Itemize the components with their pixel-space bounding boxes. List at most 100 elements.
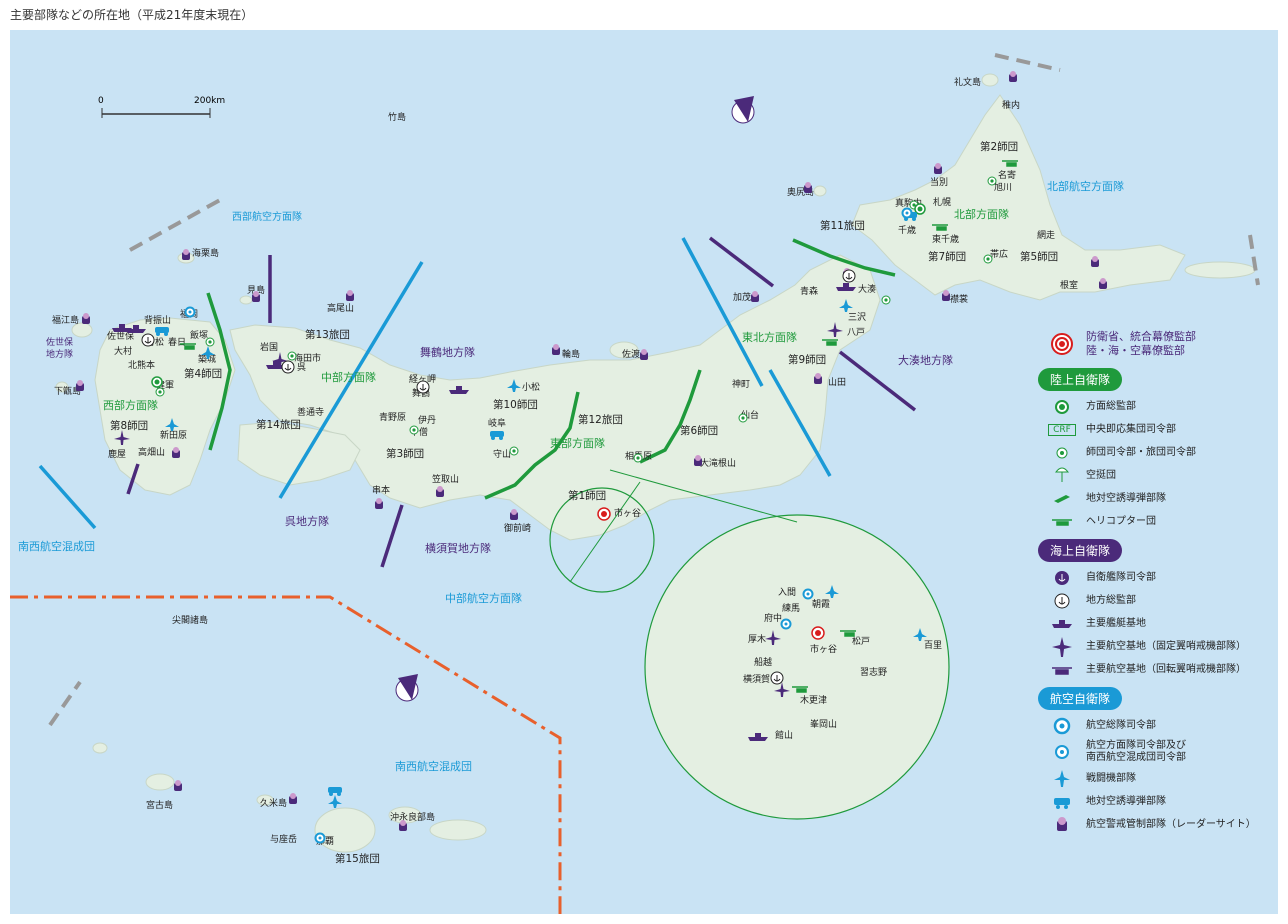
air-sam-icon	[1054, 797, 1070, 809]
region-label: 西部航空方面隊	[232, 210, 302, 223]
place-label-takahatayama: 高畑山	[138, 446, 165, 458]
sea-borders	[10, 595, 562, 914]
radar-icon	[252, 291, 260, 302]
island	[314, 807, 376, 853]
place-label-rebun: 礼文島	[954, 76, 981, 88]
ship-icon	[126, 325, 146, 333]
island	[981, 73, 999, 87]
sam-icon	[155, 327, 169, 336]
radar-icon	[289, 793, 297, 804]
place-label-yamada: 山田	[828, 377, 846, 388]
kanto-zoom-circle	[644, 514, 950, 820]
place-label-matsudo: 松戸	[852, 635, 870, 647]
legend-label: ヘリコプター団	[1086, 515, 1156, 527]
anchor-icon	[141, 333, 155, 347]
place-label-narashino: 習志野	[860, 666, 887, 678]
radar-icon	[804, 182, 812, 193]
rotary-wing-base-icon	[1052, 666, 1072, 675]
place-label-nemuro: 根室	[1060, 279, 1078, 291]
island	[71, 322, 93, 338]
place-label-asaka: 朝霞	[812, 599, 830, 610]
radar-icon	[82, 313, 90, 324]
place-label-shimokoshiki: 下甑島	[54, 385, 81, 397]
island	[145, 773, 175, 791]
army-sam-icon	[1054, 494, 1070, 503]
kanto-source-circle	[549, 487, 655, 593]
legend-label: 方面総監部	[1086, 400, 1136, 412]
island	[1184, 261, 1256, 279]
ship-icon	[449, 386, 469, 394]
place-label-takeshima: 竹島	[388, 111, 406, 123]
fleet-hq-icon	[1055, 570, 1069, 585]
fighter-icon	[507, 379, 521, 392]
place-label-d5: 第5師団	[1020, 250, 1058, 263]
place-label-zentsuji: 善通寺	[297, 406, 324, 418]
place-label-wakkanai: 稚内	[1002, 99, 1020, 111]
page-title: 主要部隊などの所在地（平成21年度末現在）	[10, 8, 254, 22]
region-label: 舞鶴地方隊	[420, 345, 475, 359]
place-label-iizuka: 飯塚	[190, 329, 208, 341]
place-label-fuchu: 府中	[764, 612, 782, 624]
division-hq-icon	[1056, 447, 1068, 458]
place-label-d4: 第4師団	[184, 367, 222, 380]
place-label-senkaku: 尖閣諸島	[172, 614, 208, 626]
radar-icon	[640, 349, 648, 360]
place-label-hachinohe: 八戸	[847, 327, 865, 338]
legend-row-division-hq: 師団司令部・旅団司令部	[1038, 441, 1283, 464]
place-label-d3: 第3師団	[386, 447, 424, 460]
north-arrow-icon	[731, 96, 755, 124]
place-label-misawa: 三沢	[848, 311, 866, 323]
airborne-icon	[1054, 467, 1070, 482]
place-label-sado: 佐渡	[622, 348, 640, 360]
division-icon	[409, 425, 419, 435]
radar-icon	[552, 344, 560, 355]
place-label-sasebo: 佐世保	[107, 330, 134, 342]
legend-row-air-sam: 地対空誘導弾部隊	[1038, 790, 1283, 813]
hq-icon	[811, 626, 825, 640]
legend-label: 主要航空基地（固定翼哨戒機部隊）	[1086, 640, 1246, 652]
division-icon	[983, 254, 993, 264]
place-label-b14: 第14旅団	[256, 418, 301, 431]
place-label-miyako: 宮古島	[146, 799, 173, 811]
hq-icon	[597, 507, 611, 521]
place-label-d9: 第9師団	[788, 353, 826, 366]
legend-row-air-defense-command: 航空総隊司令部	[1038, 714, 1283, 737]
place-label-gifu: 岐阜	[488, 417, 506, 429]
patrol-icon	[765, 630, 781, 645]
place-label-jinmachi: 神町	[732, 378, 750, 390]
place-label-omura: 大村	[114, 345, 132, 357]
legend-label: 航空総隊司令部	[1086, 719, 1156, 731]
legend-row-fleet-hq: 自衛艦隊司令部	[1038, 566, 1283, 589]
place-label-tobetsu: 当別	[930, 176, 948, 188]
kyushu	[94, 317, 236, 496]
place-label-yokosukacity: 横須賀	[743, 673, 770, 685]
heli-icon	[180, 343, 196, 350]
place-label-abashiri: 網走	[1037, 229, 1055, 241]
region-label: 佐世保地方隊	[46, 336, 73, 360]
place-label-higashichitose: 東千歳	[932, 233, 959, 245]
region-label: 中部航空方面隊	[445, 591, 522, 605]
place-label-wajima: 輪島	[562, 348, 580, 360]
place-label-atsugi: 厚木	[748, 633, 766, 645]
legend-row-fighter: 戦闘機部隊	[1038, 767, 1283, 790]
anchor-icon	[281, 360, 295, 374]
heli-icon	[822, 339, 838, 346]
place-label-erimo: 襟裳	[950, 293, 968, 305]
division-icon	[738, 413, 748, 423]
fighter-icon	[165, 418, 179, 431]
army-hq-icon	[1055, 399, 1069, 414]
north-arrow-icon	[395, 674, 419, 702]
place-label-mishima: 見島	[247, 284, 265, 296]
legend-row-district-hq: 地方総監部	[1038, 589, 1283, 612]
air-hq-icon	[901, 207, 913, 219]
ship-base-icon	[1052, 619, 1072, 628]
radar-icon	[510, 509, 518, 520]
place-label-b12: 第12旅団	[578, 413, 623, 426]
region-label: 横須賀地方隊	[425, 541, 491, 555]
legend-asdf: 航空自衛隊	[1038, 687, 1123, 710]
place-label-otakine: 大滝根山	[700, 457, 736, 469]
division-icon	[509, 446, 519, 456]
region-label: 東北方面隊	[742, 330, 797, 344]
anchor-icon	[842, 269, 856, 283]
radar-site-icon	[1057, 816, 1067, 831]
